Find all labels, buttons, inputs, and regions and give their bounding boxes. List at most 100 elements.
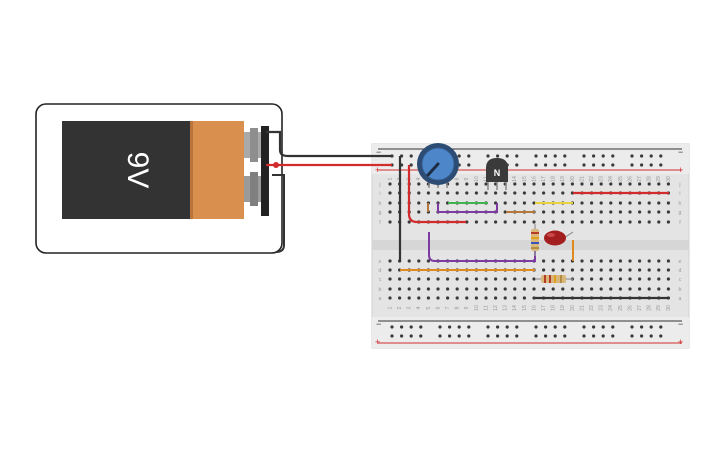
terminal-hole[interactable] <box>628 182 632 186</box>
terminal-hole[interactable] <box>551 259 555 263</box>
terminal-hole[interactable] <box>551 287 555 291</box>
terminal-hole[interactable] <box>542 268 546 272</box>
terminal-hole[interactable] <box>494 220 498 224</box>
rail-hole[interactable] <box>486 154 490 158</box>
rail-hole[interactable] <box>390 325 394 329</box>
terminal-hole[interactable] <box>455 277 459 281</box>
terminal-hole[interactable] <box>455 287 459 291</box>
terminal-hole[interactable] <box>618 220 623 224</box>
rail-hole[interactable] <box>601 163 605 167</box>
battery-9v[interactable]: 9V <box>62 121 269 219</box>
terminal-hole[interactable] <box>417 287 421 291</box>
rail-hole[interactable] <box>649 154 653 158</box>
wire-purple-bottom[interactable] <box>428 232 536 262</box>
rail-hole[interactable] <box>563 334 567 338</box>
terminal-hole[interactable] <box>503 201 507 205</box>
terminal-hole[interactable] <box>580 182 584 186</box>
terminal-hole[interactable] <box>657 210 661 214</box>
rail-hole[interactable] <box>400 325 404 329</box>
rail-hole[interactable] <box>496 154 500 158</box>
terminal-hole[interactable] <box>647 182 651 186</box>
terminal-hole[interactable] <box>446 277 450 281</box>
terminal-hole[interactable] <box>426 259 430 263</box>
rail-hole[interactable] <box>467 154 471 158</box>
terminal-hole[interactable] <box>388 182 392 186</box>
rail-hole[interactable] <box>553 163 557 167</box>
terminal-hole[interactable] <box>647 210 651 214</box>
terminal-hole[interactable] <box>666 220 671 224</box>
rail-hole[interactable] <box>649 325 653 329</box>
rail-hole[interactable] <box>630 325 634 329</box>
terminal-hole[interactable] <box>417 201 421 205</box>
terminal-hole[interactable] <box>426 191 430 195</box>
terminal-hole[interactable] <box>513 287 517 291</box>
terminal-hole[interactable] <box>417 182 421 186</box>
terminal-hole[interactable] <box>580 277 584 281</box>
terminal-hole[interactable] <box>426 296 430 300</box>
terminal-hole[interactable] <box>590 220 594 224</box>
terminal-hole[interactable] <box>638 220 642 224</box>
rail-hole[interactable] <box>640 163 644 167</box>
rail-hole[interactable] <box>534 163 538 167</box>
terminal-hole[interactable] <box>657 220 661 224</box>
terminal-hole[interactable] <box>570 287 575 291</box>
terminal-hole[interactable] <box>542 191 546 195</box>
terminal-hole[interactable] <box>657 277 661 281</box>
terminal-hole[interactable] <box>446 287 450 291</box>
transistor-npn[interactable]: N <box>486 158 508 190</box>
terminal-hole[interactable] <box>494 296 498 300</box>
terminal-hole[interactable] <box>522 287 527 291</box>
terminal-hole[interactable] <box>590 287 594 291</box>
terminal-hole[interactable] <box>494 287 498 291</box>
terminal-hole[interactable] <box>647 220 651 224</box>
terminal-hole[interactable] <box>388 259 392 263</box>
terminal-hole[interactable] <box>638 182 642 186</box>
rail-hole[interactable] <box>390 334 394 338</box>
wire-battery-negative[interactable] <box>266 130 392 158</box>
rail-hole[interactable] <box>592 334 596 338</box>
rail-hole[interactable] <box>630 154 634 158</box>
terminal-hole[interactable] <box>570 268 575 272</box>
terminal-hole[interactable] <box>590 182 594 186</box>
rail-hole[interactable] <box>486 334 490 338</box>
terminal-hole[interactable] <box>609 259 613 263</box>
terminal-hole[interactable] <box>666 277 671 281</box>
breadboard[interactable]: − + − + − + − + 112233445566778899101011… <box>371 143 690 349</box>
rail-hole[interactable] <box>457 334 461 338</box>
terminal-hole[interactable] <box>388 287 392 291</box>
terminal-hole[interactable] <box>599 277 603 281</box>
terminal-hole[interactable] <box>503 296 507 300</box>
rail-hole[interactable] <box>534 325 538 329</box>
terminal-hole[interactable] <box>618 287 623 291</box>
terminal-hole[interactable] <box>551 191 555 195</box>
terminal-hole[interactable] <box>599 182 603 186</box>
terminal-hole[interactable] <box>503 191 507 195</box>
terminal-hole[interactable] <box>590 259 594 263</box>
terminal-hole[interactable] <box>628 268 632 272</box>
rail-hole[interactable] <box>640 334 644 338</box>
terminal-hole[interactable] <box>609 277 613 281</box>
terminal-hole[interactable] <box>618 210 623 214</box>
terminal-hole[interactable] <box>666 268 671 272</box>
terminal-hole[interactable] <box>465 182 469 186</box>
terminal-hole[interactable] <box>580 287 584 291</box>
terminal-hole[interactable] <box>484 182 488 186</box>
terminal-hole[interactable] <box>388 296 392 300</box>
terminal-hole[interactable] <box>570 182 575 186</box>
terminal-hole[interactable] <box>474 182 478 186</box>
terminal-hole[interactable] <box>561 191 565 195</box>
terminal-hole[interactable] <box>542 259 546 263</box>
terminal-hole[interactable] <box>618 182 623 186</box>
terminal-hole[interactable] <box>436 296 440 300</box>
rail-hole[interactable] <box>534 154 538 158</box>
rail-hole[interactable] <box>400 334 404 338</box>
rail-hole[interactable] <box>419 334 423 338</box>
terminal-hole[interactable] <box>484 191 488 195</box>
terminal-hole[interactable] <box>609 182 613 186</box>
rail-hole[interactable] <box>544 163 548 167</box>
terminal-hole[interactable] <box>599 201 603 205</box>
terminal-hole[interactable] <box>522 220 527 224</box>
rail-hole[interactable] <box>544 334 548 338</box>
terminal-hole[interactable] <box>590 268 594 272</box>
rail-hole[interactable] <box>496 325 500 329</box>
